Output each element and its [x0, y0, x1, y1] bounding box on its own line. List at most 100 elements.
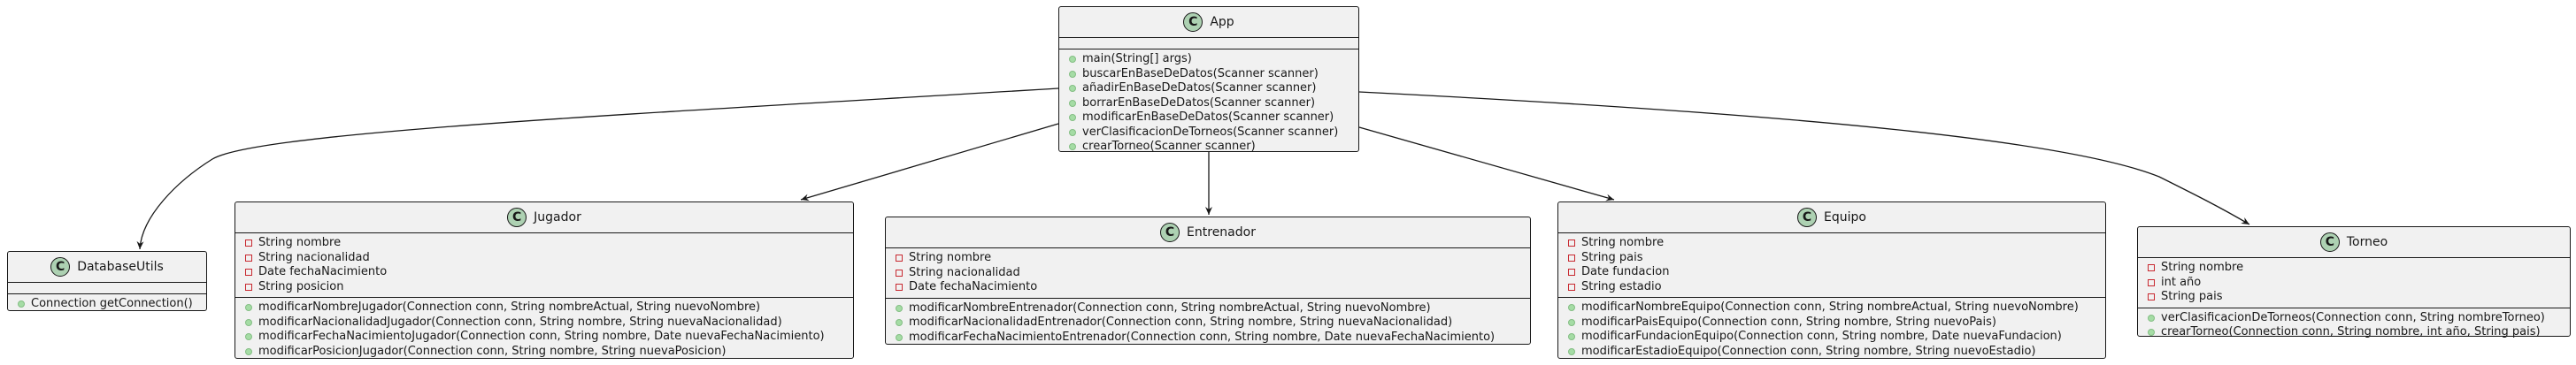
- private-icon: [1565, 283, 1578, 291]
- fields-section: String nombre String nacionalidad Date f…: [886, 248, 1530, 299]
- private-icon: [242, 283, 255, 291]
- fields-section: String nombre int año String pais: [2138, 258, 2570, 308]
- class-header: C Jugador: [235, 202, 853, 233]
- class-entrenador: C Entrenador String nombre String nacion…: [885, 217, 1531, 345]
- public-icon: [1066, 128, 1079, 136]
- method: modificarNacionalidadJugador(Connection …: [242, 316, 846, 331]
- method: modificarFechaNacimientoJugador(Connecti…: [242, 330, 846, 345]
- method: modificarFundacionEquipo(Connection conn…: [1565, 330, 2098, 345]
- methods-section: Connection getConnection(): [8, 294, 206, 315]
- field: String nombre: [242, 236, 846, 251]
- class-name: Equipo: [1824, 210, 1866, 224]
- class-name: Torneo: [2346, 235, 2388, 249]
- public-icon: [1565, 304, 1578, 312]
- private-icon: [893, 284, 905, 292]
- fields-section: [8, 283, 206, 294]
- methods-section: modificarNombreEquipo(Connection conn, S…: [1558, 298, 2105, 361]
- class-name: App: [1210, 15, 1234, 29]
- private-icon: [2145, 293, 2157, 301]
- public-icon: [242, 347, 255, 355]
- field: Date fechaNacimiento: [242, 265, 846, 280]
- class-equipo: C Equipo String nombre String pais Date …: [1557, 202, 2106, 359]
- field: String nombre: [1565, 236, 2098, 251]
- class-header: C App: [1059, 7, 1358, 38]
- field: Date fechaNacimiento: [893, 280, 1523, 295]
- class-name: DatabaseUtils: [77, 260, 164, 274]
- class-header: C Entrenador: [886, 217, 1530, 248]
- field: String nombre: [2145, 261, 2563, 276]
- method: verClasificacionDeTorneos(Connection con…: [2145, 311, 2563, 326]
- class-icon: C: [50, 257, 71, 277]
- edge-app-torneo: [1358, 91, 2250, 225]
- public-icon: [1066, 85, 1079, 93]
- methods-section: modificarNombreJugador(Connection conn, …: [235, 298, 853, 361]
- private-icon: [2145, 264, 2157, 272]
- public-icon: [242, 304, 255, 312]
- class-header: C DatabaseUtils: [8, 252, 206, 283]
- class-jugador: C Jugador String nombre String nacionali…: [235, 202, 854, 359]
- public-icon: [15, 300, 27, 308]
- method: modificarNombreEquipo(Connection conn, S…: [1565, 300, 2098, 316]
- field: String nacionalidad: [893, 266, 1523, 281]
- class-header: C Equipo: [1558, 202, 2105, 233]
- public-icon: [2145, 329, 2157, 337]
- field: String pais: [2145, 290, 2563, 305]
- public-icon: [242, 318, 255, 326]
- method: modificarEstadioEquipo(Connection conn, …: [1565, 345, 2098, 360]
- public-icon: [1565, 333, 1578, 341]
- method: modificarPaisEquipo(Connection conn, Str…: [1565, 316, 2098, 331]
- method: crearTorneo(Connection conn, String nomb…: [2145, 325, 2563, 340]
- methods-section: main(String[] args) buscarEnBaseDeDatos(…: [1059, 49, 1358, 157]
- public-icon: [893, 304, 905, 312]
- private-icon: [2145, 278, 2157, 286]
- method: crearTorneo(Scanner scanner): [1066, 140, 1351, 155]
- field: String nombre: [893, 251, 1523, 266]
- class-icon: C: [2319, 232, 2340, 252]
- private-icon: [1565, 269, 1578, 277]
- private-icon: [242, 240, 255, 247]
- class-icon: C: [1183, 12, 1203, 32]
- public-icon: [1066, 70, 1079, 78]
- private-icon: [1565, 254, 1578, 262]
- method: modificarNombreEntrenador(Connection con…: [893, 301, 1523, 316]
- class-name: Entrenador: [1187, 225, 1256, 240]
- fields-section: String nombre String nacionalidad Date f…: [235, 233, 853, 298]
- method: Connection getConnection(): [15, 297, 199, 312]
- public-icon: [242, 333, 255, 341]
- field: String posicion: [242, 280, 846, 295]
- private-icon: [242, 269, 255, 277]
- method: buscarEnBaseDeDatos(Scanner scanner): [1066, 67, 1351, 82]
- public-icon: [1066, 56, 1079, 64]
- public-icon: [1066, 143, 1079, 151]
- class-torneo: C Torneo String nombre int año String pa…: [2137, 226, 2571, 338]
- private-icon: [1565, 240, 1578, 247]
- public-icon: [1565, 318, 1578, 326]
- method: main(String[] args): [1066, 52, 1351, 67]
- class-app: C App main(String[] args) buscarEnBaseDe…: [1058, 6, 1359, 153]
- method: modificarNacionalidadEntrenador(Connecti…: [893, 316, 1523, 331]
- method: modificarEnBaseDeDatos(Scanner scanner): [1066, 110, 1351, 125]
- private-icon: [893, 255, 905, 262]
- private-icon: [242, 254, 255, 262]
- public-icon: [893, 319, 905, 327]
- methods-section: verClasificacionDeTorneos(Connection con…: [2138, 308, 2570, 343]
- public-icon: [1066, 99, 1079, 107]
- private-icon: [893, 269, 905, 277]
- class-icon: C: [507, 208, 527, 227]
- class-icon: C: [1797, 208, 1818, 227]
- method: modificarNombreJugador(Connection conn, …: [242, 300, 846, 316]
- class-name: Jugador: [534, 210, 581, 224]
- method: modificarFechaNacimientoEntrenador(Conne…: [893, 331, 1523, 346]
- public-icon: [2145, 314, 2157, 322]
- field: String nacionalidad: [242, 251, 846, 266]
- method: añadirEnBaseDeDatos(Scanner scanner): [1066, 81, 1351, 96]
- field: int año: [2145, 276, 2563, 291]
- method: verClasificacionDeTorneos(Scanner scanne…: [1066, 125, 1351, 141]
- edge-app-databaseutils: [136, 87, 1059, 250]
- field: String estadio: [1565, 280, 2098, 295]
- public-icon: [1066, 114, 1079, 122]
- class-icon: C: [1160, 223, 1180, 242]
- class-header: C Torneo: [2138, 227, 2570, 258]
- methods-section: modificarNombreEntrenador(Connection con…: [886, 299, 1530, 348]
